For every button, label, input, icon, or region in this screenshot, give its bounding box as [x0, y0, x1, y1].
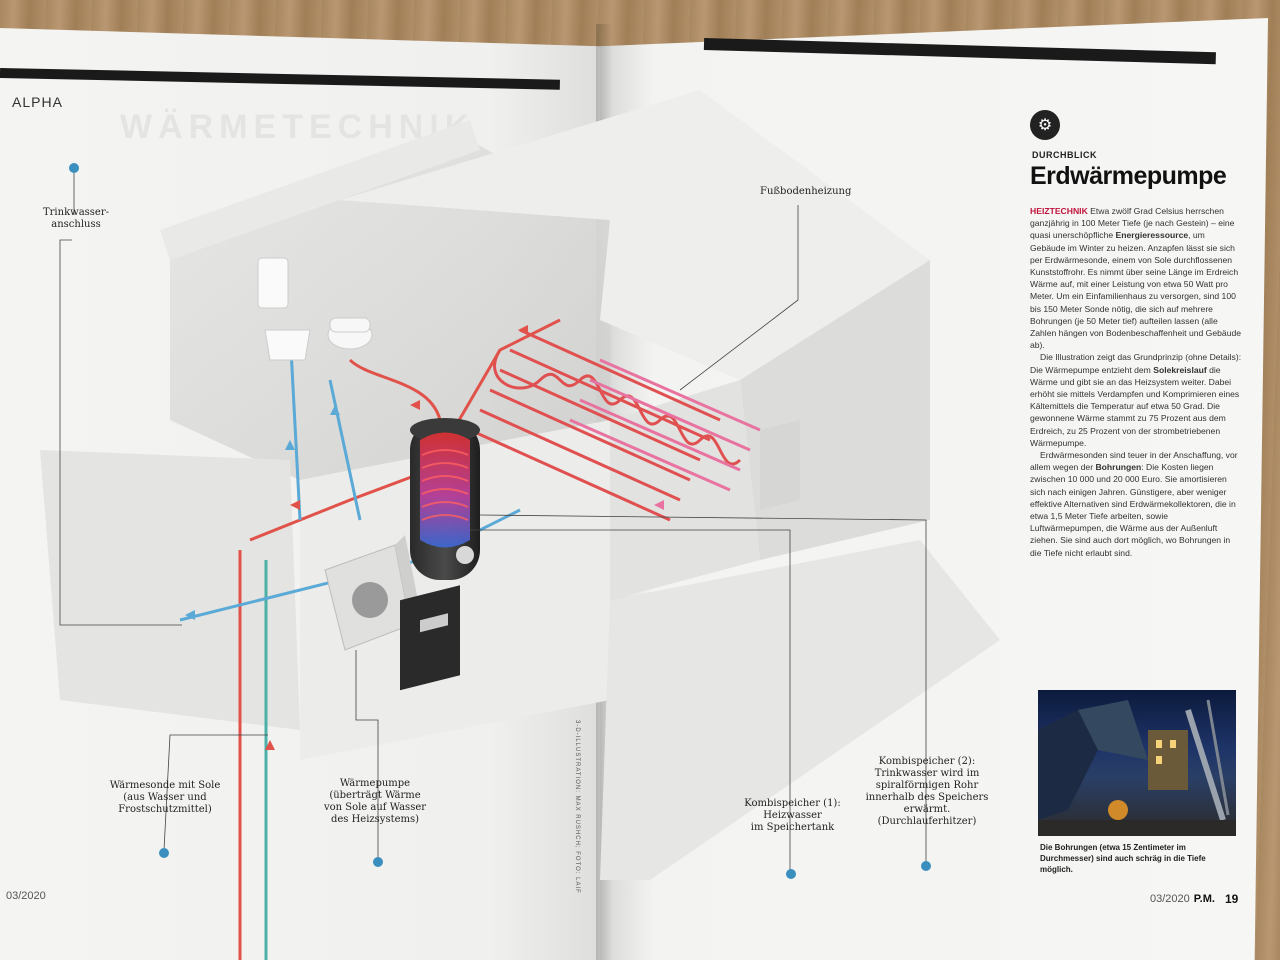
paragraph-2-bold: Solekreislauf: [1153, 364, 1207, 375]
paragraph-3: Erdwärmesonden sind teuer in der Anschaf…: [1030, 449, 1242, 559]
ghost-title: WÄRMETECHNIK: [120, 108, 476, 146]
paragraph-2-text-b: die Wärme und gibt sie an das Heizsystem…: [1030, 364, 1240, 448]
section-label: ALPHA: [12, 94, 63, 110]
drilling-rig-photo: [1038, 690, 1236, 836]
paragraph-3-text-a: Erdwärmesonden sind teuer in der Anschaf…: [1030, 450, 1238, 473]
folio-left: 03/2020: [6, 890, 46, 902]
paragraph-3-bold: Bohrungen: [1095, 462, 1142, 473]
callout-trinkwasser: Trinkwasser- anschluss: [42, 207, 109, 230]
article-body: HEIZTECHNIK Etwa zwölf Grad Celsius herr…: [1030, 205, 1242, 559]
folio-right-date: 03/2020: [1150, 893, 1190, 905]
paragraph-2-text-a: Die Illustration zeigt das Grundprinzip …: [1030, 352, 1242, 375]
lead-word: HEIZTECHNIK: [1030, 206, 1088, 216]
paragraph-1-bold: Energieressource: [1115, 230, 1189, 241]
flow-arrows: [185, 325, 664, 750]
callout-kombispeicher-2: Kombispeicher (2): Trinkwasser wird im s…: [865, 756, 989, 827]
callout-waermepumpe: Wärmepumpe (überträgt Wärme von Sole auf…: [323, 778, 427, 825]
callout-fussbodenheizung: Fußbodenheizung: [760, 186, 852, 197]
bathroom-fixtures: [257, 257, 373, 361]
paragraph-1: HEIZTECHNIK Etwa zwölf Grad Celsius herr…: [1030, 205, 1242, 351]
house-structure: [40, 90, 1000, 880]
photo-caption: Die Bohrungen (etwa 15 Zentimeter im Dur…: [1040, 843, 1206, 874]
callout-waermesonde: Wärmesonde mit Sole (aus Wasser und Fros…: [109, 780, 221, 815]
illustration-credit: 3-D-ILLUSTRATION: MAX RUSHCH; FOTO: LAIF: [574, 720, 580, 894]
floor-heating-coil: [469, 328, 761, 522]
page-number: 19: [1225, 892, 1239, 906]
article-kicker: DURCHBLICK: [1032, 150, 1097, 160]
paragraph-3-text-b: : Die Kosten liegen zwischen 10 000 und …: [1030, 462, 1236, 558]
storage-tank: [410, 418, 480, 580]
paragraph-1-text-a: Etwa zwölf Grad Celsius herrschen ganzjä…: [1030, 206, 1235, 241]
brand-logo: P.M.: [1193, 893, 1215, 905]
callout-leaders: [59, 170, 927, 870]
paragraph-2: Die Illustration zeigt das Grundprinzip …: [1030, 351, 1242, 449]
gear-cluster-icon: ⚙: [1030, 110, 1060, 140]
paragraph-1-text-b: , um Gebäude im Winter zu heizen. Anzapf…: [1030, 230, 1242, 351]
article-headline: Erdwärmepumpe: [1030, 162, 1227, 190]
heat-pump-unit: [324, 535, 460, 691]
callout-dots: [69, 163, 931, 879]
callout-kombispeicher-1: Kombispeicher (1): Heizwasser im Speiche…: [744, 798, 841, 833]
